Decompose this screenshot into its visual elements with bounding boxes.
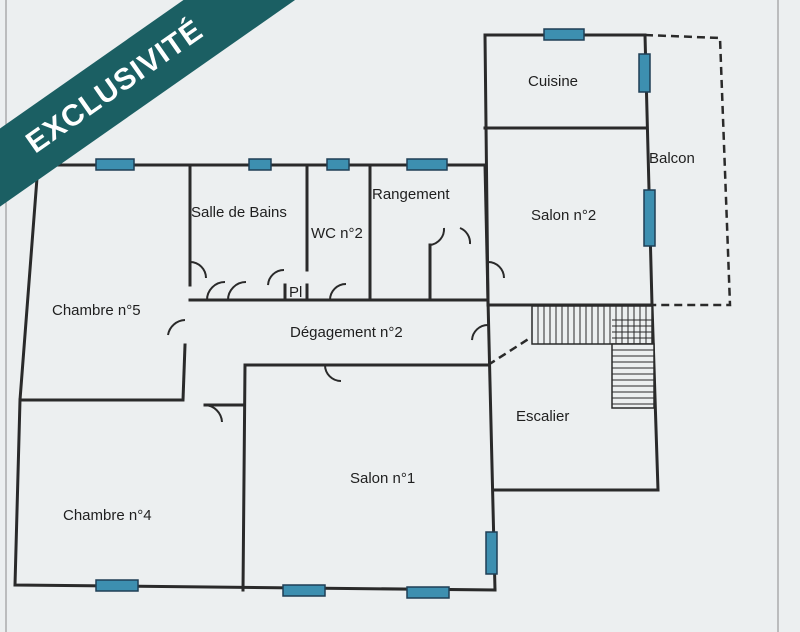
room-label-chambre-4: Chambre n°4 — [63, 507, 152, 524]
room-label-wc-2: WC n°2 — [311, 225, 363, 242]
balcony-outline — [644, 33, 732, 307]
room-labels: Cuisine Balcon Salon n°2 Salle de Bains … — [52, 73, 695, 524]
room-label-pl: Pl — [289, 284, 302, 301]
room-label-salon-2: Salon n°2 — [531, 207, 596, 224]
room-label-salon-1: Salon n°1 — [350, 470, 415, 487]
room-label-salle-de-bains: Salle de Bains — [191, 204, 287, 221]
staircase — [531, 305, 655, 409]
room-label-rangement: Rangement — [372, 186, 450, 203]
windows — [95, 28, 656, 599]
room-label-escalier: Escalier — [516, 408, 569, 425]
door-swings — [167, 227, 531, 423]
room-label-cuisine: Cuisine — [528, 73, 578, 90]
room-label-balcon: Balcon — [649, 150, 695, 167]
room-label-chambre-5: Chambre n°5 — [52, 302, 141, 319]
room-label-degagement-2: Dégagement n°2 — [290, 324, 403, 341]
